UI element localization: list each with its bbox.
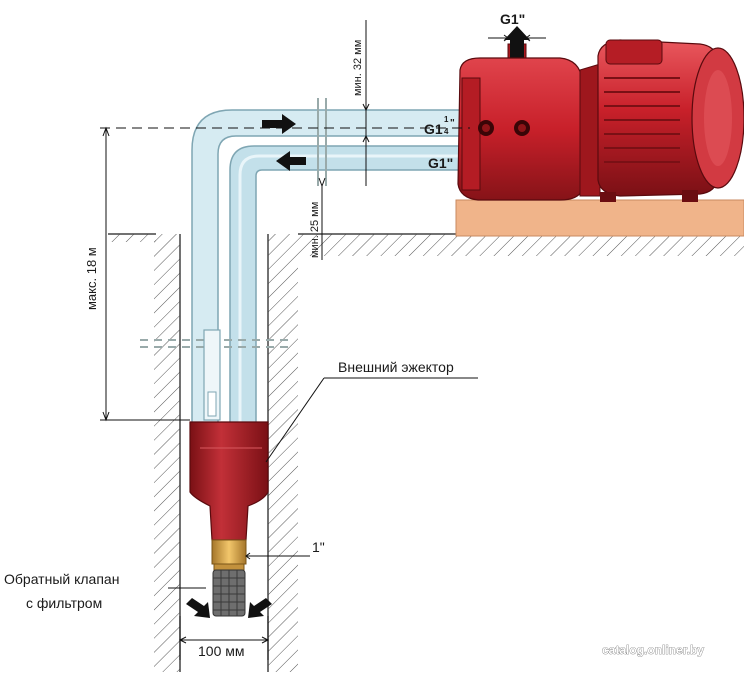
outlet-thread-label: G1": [500, 11, 525, 27]
suction-thread-quote: ": [450, 118, 455, 129]
check-valve: [211, 539, 247, 571]
min-25-label: мин. 25 мм: [309, 202, 321, 258]
valve-label-line1: Обратный клапан: [4, 571, 119, 587]
flow-left-arrow-icon: [276, 151, 306, 171]
well-diameter-label: 100 мм: [198, 643, 245, 659]
min-32-label: мин. 32 мм: [352, 40, 364, 96]
max-depth-label: макс. 18 м: [84, 247, 99, 310]
pressure-thread-label: G1": [428, 155, 453, 171]
suction-thread-denominator: 4: [444, 127, 449, 136]
pump: [457, 26, 744, 202]
outlet-up-arrow-icon: [504, 26, 530, 60]
suction-thread-numerator: 1: [444, 115, 449, 124]
pump-base-plate: [455, 199, 744, 237]
suction-thread-main: G1: [424, 121, 443, 137]
flow-right-arrow-icon: [262, 114, 296, 134]
filter-mesh: [212, 569, 246, 617]
external-ejector: [189, 421, 269, 541]
nozzle-size-label: 1": [312, 539, 325, 555]
ejector-label: Внешний эжектор: [338, 359, 454, 375]
suction-thread-label: G1 1 4 ": [424, 115, 455, 137]
ejector-nozzle-tube: [203, 329, 221, 421]
watermark: catalog.onliner.by: [602, 643, 704, 657]
dimension-lines: [100, 20, 546, 660]
inflow-left-arrow-icon: [186, 598, 210, 618]
flow-arrows: [262, 114, 306, 171]
pressure-pipe: [229, 145, 471, 426]
inflow-arrows: [186, 598, 272, 618]
ground: [108, 233, 744, 672]
valve-label-line2: с фильтром: [26, 595, 102, 611]
inflow-right-arrow-icon: [248, 598, 272, 618]
